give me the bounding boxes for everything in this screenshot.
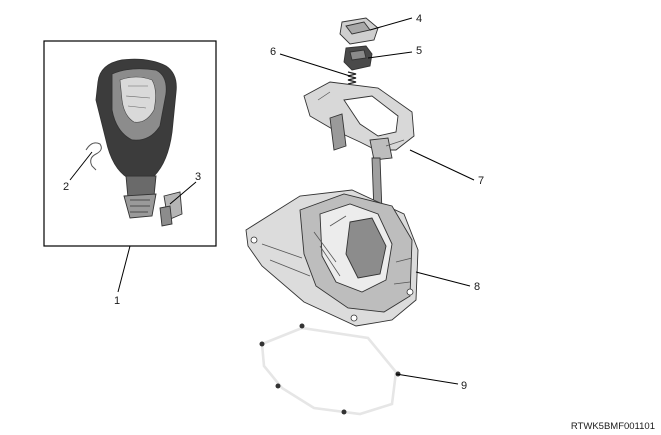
leader-5 (367, 51, 413, 59)
callout-9: 9 (461, 380, 467, 392)
leader-1 (117, 245, 131, 293)
retaining-clip (85, 142, 102, 171)
shift-knob (95, 58, 177, 219)
callout-6: 6 (270, 46, 276, 58)
base-gasket (259, 323, 401, 416)
leader-lines (69, 17, 475, 385)
leader-8 (415, 271, 471, 287)
callout-7: 7 (478, 175, 484, 187)
callout-4: 4 (416, 13, 422, 25)
figure-code: RTWK5BMF001101 (571, 421, 655, 432)
leader-6 (279, 53, 351, 77)
callout-5: 5 (416, 45, 422, 57)
callout-1: 1 (114, 295, 120, 307)
indicator-plate (303, 81, 415, 161)
leader-7 (409, 149, 475, 181)
callout-8: 8 (474, 281, 480, 293)
leader-9 (395, 373, 459, 385)
shifter-base (245, 157, 419, 327)
connector (159, 191, 183, 227)
leader-2 (69, 151, 93, 181)
callout-2: 2 (63, 181, 69, 193)
spring (347, 71, 357, 85)
leader-3 (169, 181, 197, 205)
leader-4 (369, 17, 413, 31)
switch-unit (343, 45, 373, 71)
callout-3: 3 (195, 171, 201, 183)
top-cover (339, 17, 379, 45)
